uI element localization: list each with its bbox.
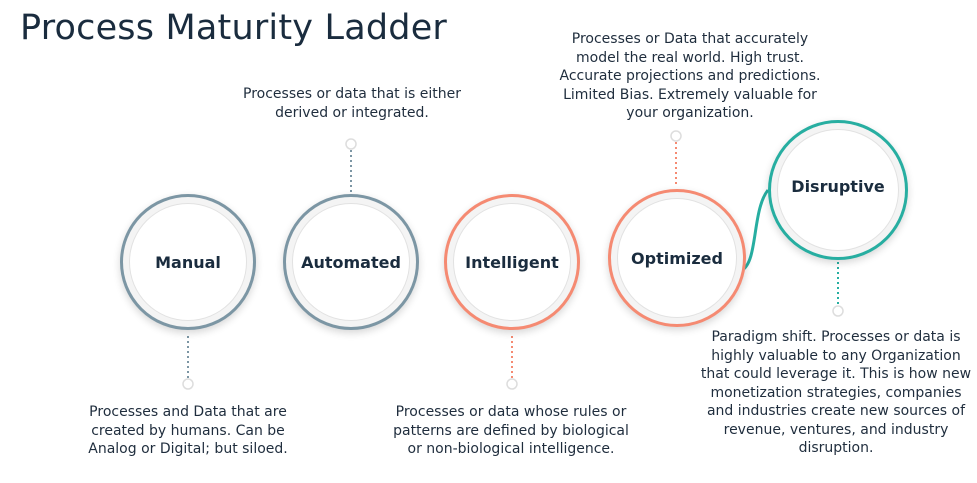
stage-label-optimized: Optimized bbox=[631, 248, 723, 268]
description-optimized: Processes or Data that accurately model … bbox=[559, 31, 821, 121]
stage-manual: Manual bbox=[120, 194, 256, 330]
description-automated: Processes or data that is either derived… bbox=[243, 86, 461, 121]
connector-dot-intelligent bbox=[506, 378, 518, 390]
connector-dot-disruptive bbox=[832, 305, 844, 317]
stage-label-disruptive: Disruptive bbox=[791, 176, 885, 196]
stage-label-manual: Manual bbox=[155, 252, 221, 272]
connector-dot-optimized bbox=[670, 130, 682, 142]
connector-dot-manual bbox=[182, 378, 194, 390]
connector-dot-automated bbox=[345, 138, 357, 150]
stage-label-automated: Automated bbox=[301, 252, 401, 272]
stage-optimized: Optimized bbox=[608, 189, 746, 327]
stage-automated: Automated bbox=[283, 194, 419, 330]
stage-disruptive: Disruptive bbox=[768, 120, 908, 260]
description-disruptive: Paradigm shift. Processes or data is hig… bbox=[700, 329, 972, 456]
description-manual: Processes and Data that are created by h… bbox=[88, 404, 288, 457]
disruption-curve bbox=[741, 189, 770, 272]
page-title: Process Maturity Ladder bbox=[20, 8, 448, 48]
stage-label-intelligent: Intelligent bbox=[465, 252, 559, 272]
description-intelligent: Processes or data whose rules or pattern… bbox=[393, 404, 629, 457]
stage-intelligent: Intelligent bbox=[444, 194, 580, 330]
